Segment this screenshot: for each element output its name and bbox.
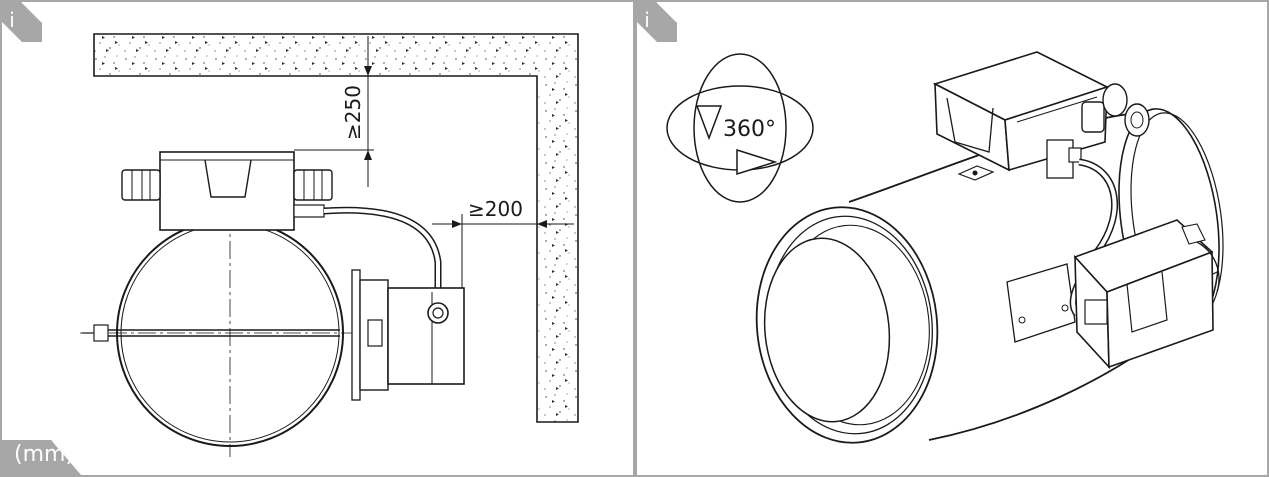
rotation-360-icon: 360° — [666, 53, 814, 203]
isometric-drawing: 360° — [666, 51, 1224, 444]
info-glyph: i — [9, 8, 15, 32]
info-icon: i — [2, 2, 42, 42]
dim-side-clearance: ≥200 — [468, 197, 523, 221]
rotation-label: 360° — [723, 117, 776, 142]
unit-badge: (mm) — [2, 440, 82, 475]
rotation-diagram-panel: 360° — [635, 0, 1269, 477]
info-icon: i — [637, 2, 677, 42]
clearance-diagram-panel: ≥250 ≥200 — [0, 0, 635, 477]
clearance-drawing: ≥250 ≥200 — [80, 33, 579, 457]
dim-top-clearance: ≥250 — [341, 85, 365, 140]
info-glyph: i — [644, 8, 650, 32]
unit-label: (mm) — [14, 442, 75, 467]
